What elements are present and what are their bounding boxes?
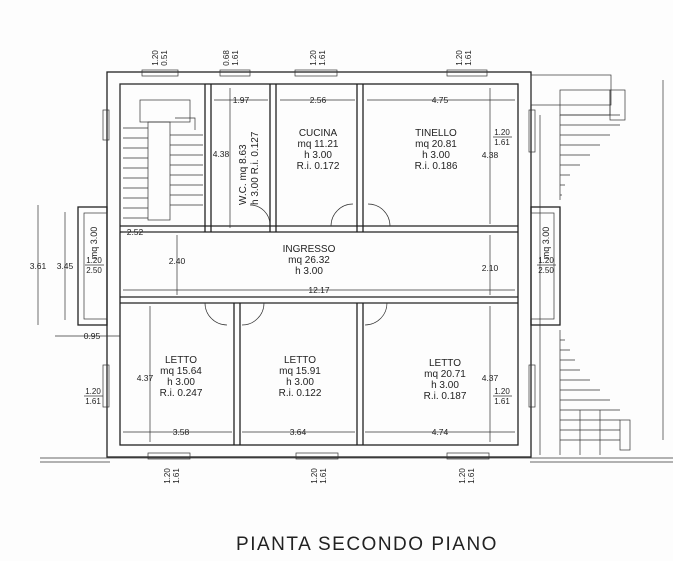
window-bottom-letto3: 1.20 1.61 [458, 468, 476, 484]
tinello-area: mq 20.81 [415, 139, 457, 150]
dim-438-tinello: 4.38 [482, 150, 499, 160]
outer-wall-inner [119, 83, 519, 446]
svg-text:1.20: 1.20 [309, 50, 318, 66]
left-side-bay-inner [83, 212, 108, 320]
dim-095: 0.95 [84, 331, 101, 341]
dim-1217: 12.17 [308, 285, 330, 295]
dim-210: 2.10 [482, 263, 499, 273]
letto2-height: h 3.00 [286, 377, 314, 388]
svg-text:2.50: 2.50 [86, 266, 102, 275]
letto3-label: LETTO [429, 358, 461, 369]
svg-text:1.20: 1.20 [151, 50, 160, 66]
cucina-label: CUCINA [299, 128, 338, 139]
window-marks [102, 69, 536, 460]
svg-text:1.20: 1.20 [86, 256, 102, 265]
tinello-label: TINELLO [415, 128, 457, 139]
window-top-tinello: 1.20 1.61 [455, 50, 473, 66]
window-top-stair: 1.20 0.51 [151, 50, 169, 66]
svg-text:2.50: 2.50 [538, 266, 554, 275]
svg-text:1.61: 1.61 [494, 138, 510, 147]
dim-252: 2.52 [127, 227, 144, 237]
letto2-area: mq 15.91 [279, 366, 321, 377]
window-top-wc: 0.68 1.61 [222, 50, 240, 66]
svg-text:1.61: 1.61 [231, 50, 240, 66]
svg-text:1.20: 1.20 [310, 468, 319, 484]
door-swings [204, 203, 391, 326]
interior-stair [123, 99, 203, 221]
dim-364: 3.64 [290, 427, 307, 437]
window-top-cucina: 1.20 1.61 [309, 50, 327, 66]
svg-text:0.68: 0.68 [222, 50, 231, 66]
dim-474: 4.74 [432, 427, 449, 437]
window-right-side: 1.20 2.50 [537, 256, 556, 275]
letto1-label: LETTO [165, 355, 197, 366]
dim-361: 3.61 [30, 261, 47, 271]
side-right-area: mq 3.00 [541, 227, 551, 260]
svg-text:1.61: 1.61 [319, 468, 328, 484]
window-right-letto: 1.20 1.61 [493, 387, 512, 406]
tinello-height: h 3.00 [422, 150, 450, 161]
svg-text:1.61: 1.61 [467, 468, 476, 484]
cucina-area: mq 11.21 [298, 139, 339, 150]
dim-358: 3.58 [173, 427, 190, 437]
svg-text:1.20: 1.20 [455, 50, 464, 66]
ingresso-height: h 3.00 [295, 266, 323, 277]
dimension-lines [37, 88, 515, 442]
letto1-ri: R.i. 0.247 [160, 388, 203, 399]
dim-345: 3.45 [57, 261, 74, 271]
letto1-height: h 3.00 [167, 377, 195, 388]
wc-label: W.C. mq 8.63 [238, 144, 249, 205]
dim-438-wc: 4.38 [213, 149, 230, 159]
cucina-ri: R.i. 0.172 [297, 161, 340, 172]
dim-437-right: 4.37 [482, 373, 499, 383]
plan-title: PIANTA SECONDO PIANO [236, 534, 498, 555]
svg-text:1.61: 1.61 [318, 50, 327, 66]
wc-details: h 3.00 R.i. 0.127 [250, 131, 261, 205]
letto3-area: mq 20.71 [424, 369, 466, 380]
window-bottom-letto1: 1.20 1.61 [163, 468, 181, 484]
exterior-stair-right [530, 74, 631, 455]
svg-text:1.61: 1.61 [494, 397, 510, 406]
letto2-label: LETTO [284, 355, 316, 366]
dim-256: 2.56 [310, 95, 327, 105]
right-side-bay-inner [530, 212, 555, 320]
window-bottom-letto2: 1.20 1.61 [310, 468, 328, 484]
letto2-ri: R.i. 0.122 [279, 388, 322, 399]
svg-text:1.61: 1.61 [172, 468, 181, 484]
window-left-letto: 1.20 1.61 [84, 387, 103, 406]
svg-text:1.20: 1.20 [538, 256, 554, 265]
svg-text:0.51: 0.51 [160, 50, 169, 66]
svg-text:1.20: 1.20 [494, 387, 510, 396]
interior-walls [119, 83, 518, 445]
tinello-ri: R.i. 0.186 [415, 161, 458, 172]
side-left-area: mq 3.00 [89, 227, 99, 260]
cucina-height: h 3.00 [304, 150, 332, 161]
svg-text:1.20: 1.20 [163, 468, 172, 484]
svg-text:1.20: 1.20 [458, 468, 467, 484]
window-right-tinello: 1.20 1.61 [493, 128, 512, 147]
svg-text:1.61: 1.61 [85, 397, 101, 406]
letto3-ri: R.i. 0.187 [424, 391, 467, 402]
svg-text:1.61: 1.61 [464, 50, 473, 66]
ingresso-label: INGRESSO [283, 244, 336, 255]
ingresso-area: mq 26.32 [288, 255, 330, 266]
letto3-height: h 3.00 [431, 380, 459, 391]
dim-197: 1.97 [233, 95, 250, 105]
dim-475: 4.75 [432, 95, 449, 105]
dim-437-left: 4.37 [137, 373, 154, 383]
svg-text:1.20: 1.20 [85, 387, 101, 396]
svg-text:1.20: 1.20 [494, 128, 510, 137]
dim-240: 2.40 [169, 256, 186, 266]
letto1-area: mq 15.64 [160, 366, 202, 377]
window-left-side: 1.20 2.50 [85, 256, 104, 275]
